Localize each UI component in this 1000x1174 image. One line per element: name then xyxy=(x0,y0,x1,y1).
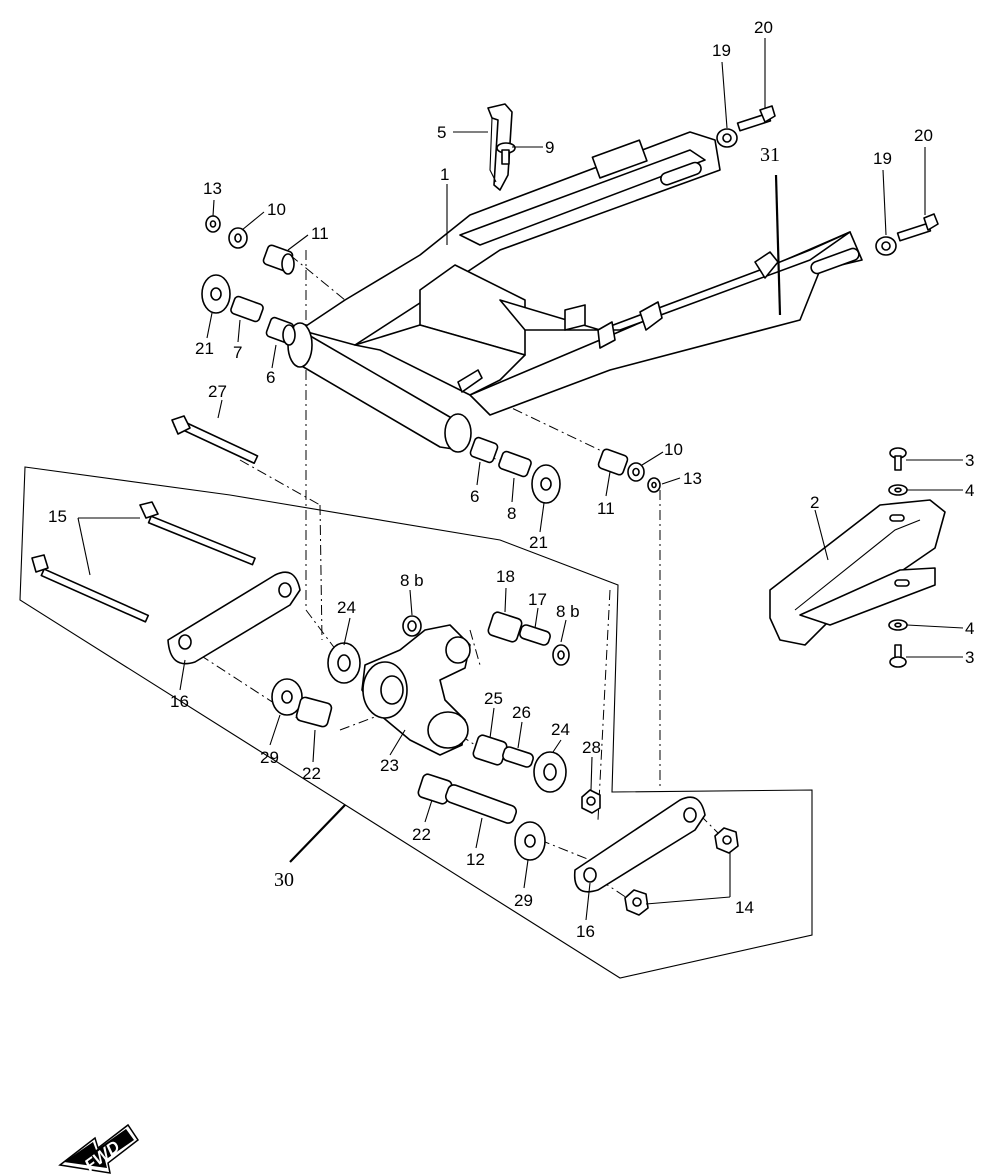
chain-guide xyxy=(769,499,946,646)
callout-1: 1 xyxy=(440,165,449,184)
screw-3-lower xyxy=(889,644,907,668)
bearing-25 xyxy=(472,734,508,766)
washer-8b-left xyxy=(402,615,422,637)
callout-29-left: 29 xyxy=(260,748,279,767)
seal-29-left xyxy=(271,678,303,716)
callout-6-lower: 6 xyxy=(470,487,479,506)
collar-26 xyxy=(502,746,534,768)
collar-7 xyxy=(230,295,264,323)
washer-8b-right xyxy=(552,644,570,666)
nut-14-upper xyxy=(714,827,739,854)
callout-4-upper: 4 xyxy=(965,481,974,500)
rocker-arm xyxy=(361,624,471,756)
screw-3-upper xyxy=(889,447,907,471)
callout-27: 27 xyxy=(208,382,227,401)
fwd-arrow-icon: FWD xyxy=(58,1123,140,1174)
callout-13-upper: 13 xyxy=(203,179,222,198)
callout-20-lower: 20 xyxy=(914,126,933,145)
callout-3-upper: 3 xyxy=(965,451,974,470)
leader-lines xyxy=(77,38,964,921)
seal-21-lower xyxy=(531,464,561,504)
callout-10-upper: 10 xyxy=(267,200,286,219)
callout-5: 5 xyxy=(437,123,446,142)
collar-17 xyxy=(519,624,551,646)
callout-18: 18 xyxy=(496,567,515,586)
callout-11-upper: 11 xyxy=(311,224,329,243)
callout-31: 31 xyxy=(760,144,780,166)
collar-8 xyxy=(498,450,532,478)
callout-8: 8 xyxy=(507,504,516,523)
callout-3-lower: 3 xyxy=(965,648,974,667)
callout-13-lower: 13 xyxy=(683,469,702,488)
bearing-6-lower xyxy=(469,436,499,464)
bolt-20-upper xyxy=(736,105,776,132)
callout-10-lower: 10 xyxy=(664,440,683,459)
link-bolt-15-lower xyxy=(31,554,150,623)
callout-6-upper: 6 xyxy=(266,368,275,387)
callout-14: 14 xyxy=(735,898,754,917)
seal-29-right xyxy=(514,821,546,861)
callout-17: 17 xyxy=(528,590,547,609)
link-bolt-15-upper xyxy=(139,501,256,566)
bearing-18 xyxy=(487,611,523,643)
callout-16-right: 16 xyxy=(576,922,595,941)
nut-28 xyxy=(581,789,601,814)
swingarm xyxy=(287,131,863,453)
callout-12: 12 xyxy=(466,850,485,869)
washer-10-lower xyxy=(627,462,645,482)
nut-14-lower xyxy=(624,889,649,916)
seal-24-left xyxy=(327,642,361,684)
callout-26: 26 xyxy=(512,703,531,722)
callout-28: 28 xyxy=(582,738,601,757)
washer-4-upper xyxy=(888,484,908,496)
screw-9 xyxy=(496,142,516,165)
link-plate-16-left xyxy=(167,571,301,665)
seal-21-upper xyxy=(201,274,231,314)
callout-22-left: 22 xyxy=(302,764,321,783)
callout-8b-left: 8 b xyxy=(400,571,424,590)
linkage-assembly-outline xyxy=(19,466,813,979)
washer-19-upper xyxy=(716,128,738,148)
callout-23: 23 xyxy=(380,756,399,775)
callout-25: 25 xyxy=(484,689,503,708)
callout-22-right: 22 xyxy=(412,825,431,844)
washer-4-lower xyxy=(888,619,908,631)
bearing-11-upper xyxy=(262,244,295,275)
washer-19-lower xyxy=(875,236,897,256)
callout-24-left: 24 xyxy=(337,598,356,617)
washer-13-upper xyxy=(205,215,221,233)
pivot-bolt-27 xyxy=(171,415,259,465)
callout-29-right: 29 xyxy=(514,891,533,910)
bolt-20-lower xyxy=(896,213,939,242)
callout-7: 7 xyxy=(233,343,242,362)
callout-20-upper: 20 xyxy=(754,18,773,37)
shaft-12 xyxy=(444,784,518,824)
callout-30: 30 xyxy=(274,869,294,891)
callout-19-lower: 19 xyxy=(873,149,892,168)
washer-10-upper xyxy=(228,227,248,249)
callout-8b-right: 8 b xyxy=(556,602,580,621)
callout-2: 2 xyxy=(810,493,819,512)
callout-labels: 1 2 3 3 4 4 5 6 6 7 8 8 b 8 b 9 10 10 11… xyxy=(48,18,974,941)
callout-19-upper: 19 xyxy=(712,41,731,60)
washer-13-lower xyxy=(647,477,661,493)
callout-16-left: 16 xyxy=(170,692,189,711)
bearing-11-lower xyxy=(597,448,629,476)
seal-24-right xyxy=(533,751,567,793)
alignment-lines xyxy=(199,250,721,901)
callout-9: 9 xyxy=(545,138,554,157)
bearing-22-left xyxy=(295,696,333,728)
callout-4-lower: 4 xyxy=(965,619,974,638)
link-plate-16-right xyxy=(573,796,706,893)
callout-15: 15 xyxy=(48,507,67,526)
callout-11-lower: 11 xyxy=(597,499,615,518)
callout-24-right: 24 xyxy=(551,720,570,739)
callout-21-upper: 21 xyxy=(195,339,214,358)
bearing-6-upper xyxy=(265,316,296,346)
callout-21-lower: 21 xyxy=(529,533,548,552)
